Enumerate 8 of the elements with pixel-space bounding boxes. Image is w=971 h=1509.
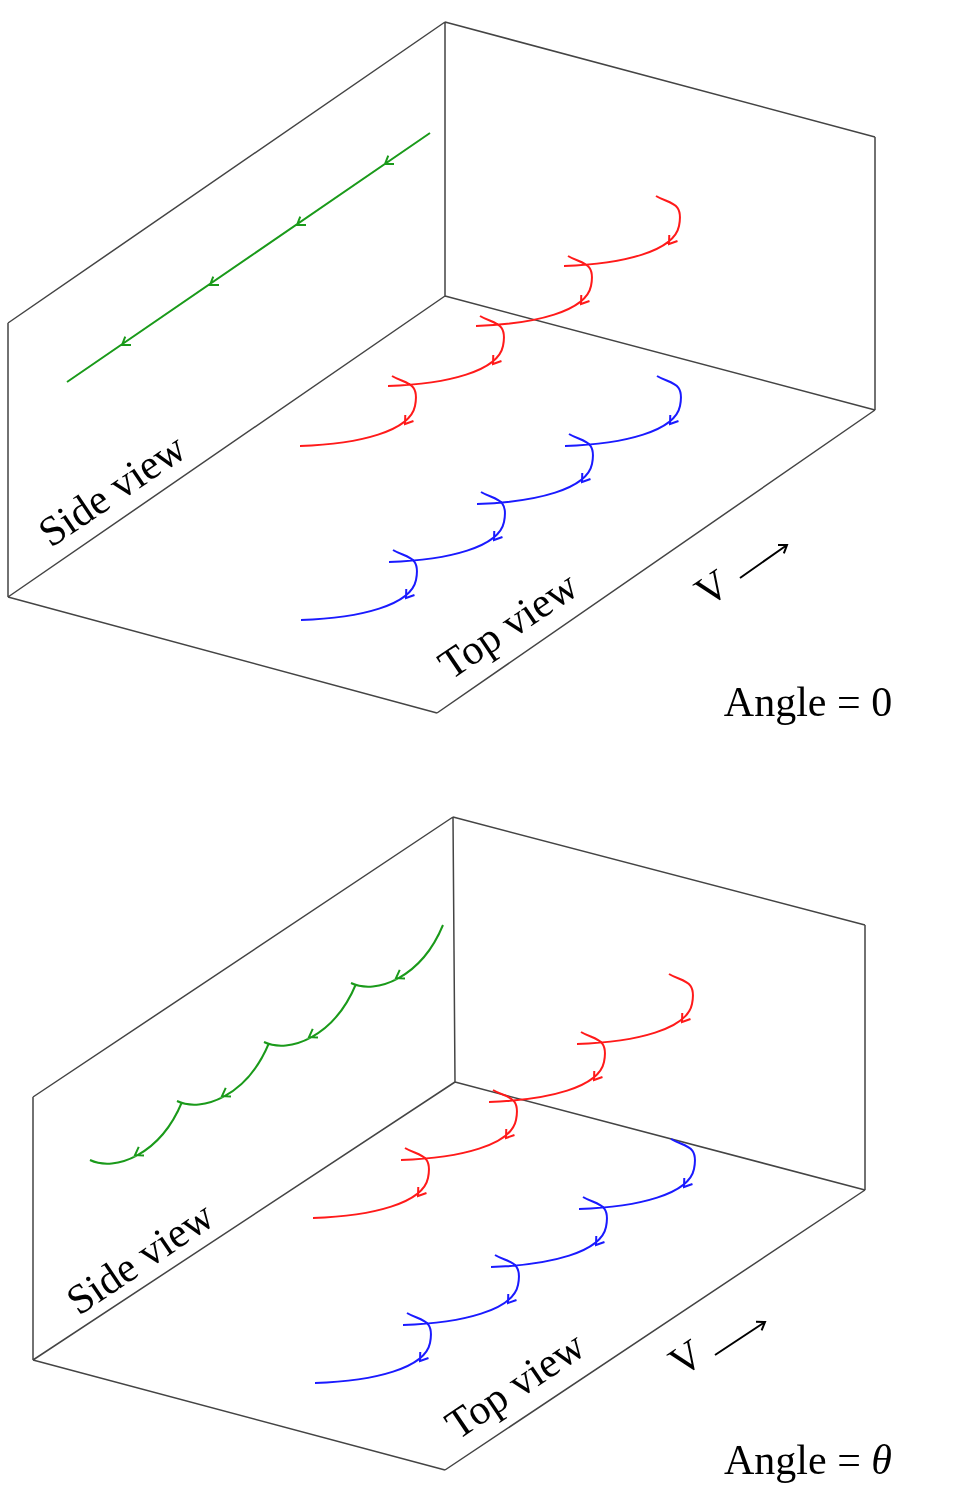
angle-label: Angle = 0 (723, 681, 893, 723)
velocity-label: V (687, 562, 737, 614)
wall-label: Side view (59, 1193, 221, 1323)
wall-label: Side view (31, 425, 193, 555)
floor-label: Top view (438, 1323, 592, 1447)
floor-label: Top view (431, 563, 585, 687)
velocity-label: V (661, 1332, 711, 1384)
angle-label: Angle = θ (724, 1439, 892, 1481)
